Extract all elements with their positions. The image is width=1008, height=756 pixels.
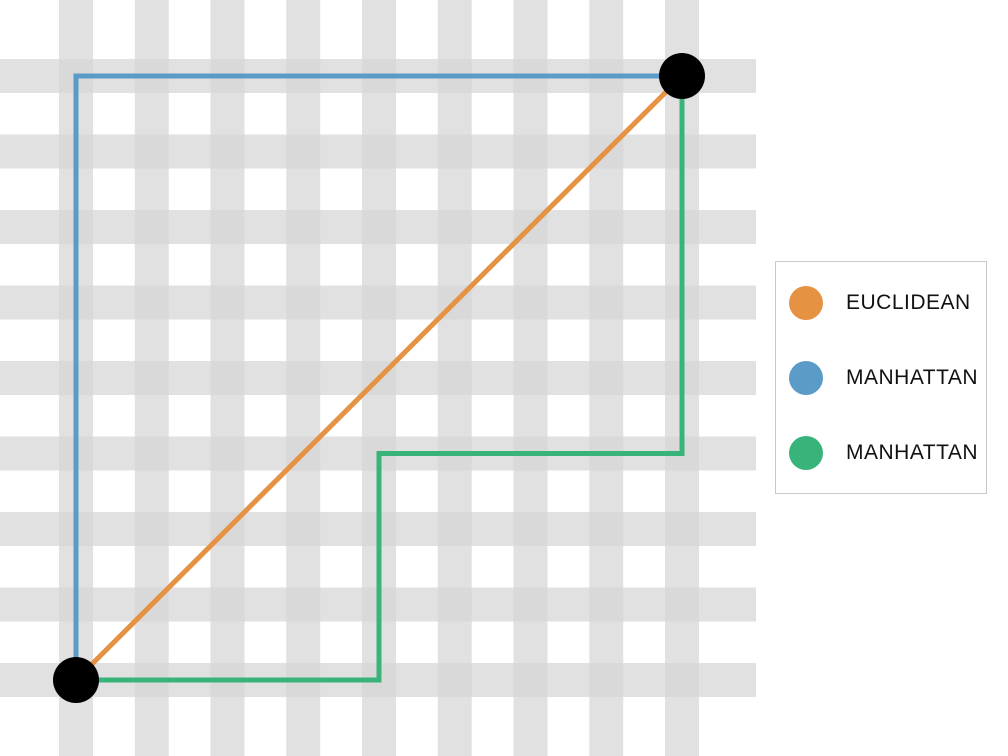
legend: EUCLIDEAN MANHATTAN MANHATTAN [775, 261, 987, 494]
legend-dot-euclidean [789, 286, 823, 320]
start-point [53, 657, 99, 703]
legend-dot-manhattan-green [789, 436, 823, 470]
legend-label-euclidean: EUCLIDEAN [846, 291, 971, 314]
legend-item-manhattan-blue: MANHATTAN [776, 358, 986, 398]
end-point [659, 53, 705, 99]
legend-dot-manhattan-blue [789, 361, 823, 395]
legend-label-manhattan-blue: MANHATTAN [846, 366, 979, 389]
manhattan-green-path [76, 76, 685, 683]
manhattan-blue-path [73, 73, 682, 680]
legend-item-manhattan-green: MANHATTAN [776, 433, 986, 473]
legend-item-euclidean: EUCLIDEAN [776, 283, 986, 323]
legend-label-manhattan-green: MANHATTAN [846, 441, 979, 464]
distance-paths [73, 73, 685, 683]
endpoints [53, 53, 705, 703]
grid-row-band [0, 210, 756, 244]
euclidean-path [74, 74, 684, 682]
grid-row-band [0, 285, 756, 320]
grid-row-band [0, 134, 756, 169]
